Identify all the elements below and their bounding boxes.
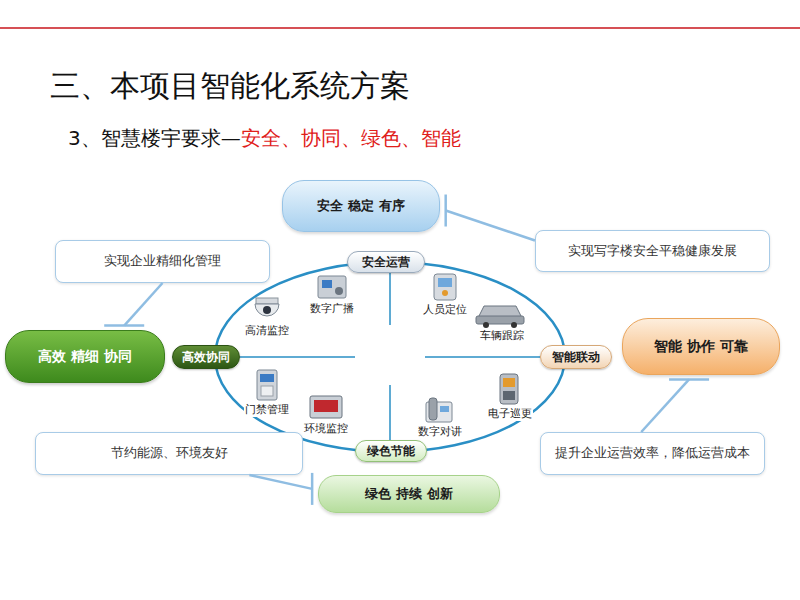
intercom-icon: [426, 398, 452, 422]
node-text: 安全运营: [362, 255, 410, 270]
spoke-line: [389, 272, 391, 325]
text-stack: 节约能源、环境友好: [111, 445, 228, 461]
text-stack: 安全运营: [362, 255, 410, 270]
leader-line: [124, 283, 162, 326]
header-rule: [0, 27, 800, 29]
leader-line: [249, 475, 312, 489]
spoke-line: [389, 385, 391, 440]
node-text: 高效 精细 协同: [38, 348, 132, 366]
goal-box: 智能 协作 可靠: [622, 318, 780, 375]
callout-box: 实现企业精细化管理: [55, 240, 270, 283]
broadcast-icon: [318, 276, 346, 298]
pillar-pill: 高效协同: [172, 345, 240, 369]
icon-caption: 电子巡更: [487, 406, 533, 421]
icon-caption: 高清监控: [244, 323, 290, 338]
icon-caption: 门禁管理: [244, 402, 290, 417]
pillar-pill: 安全运营: [347, 251, 425, 273]
locator-icon: [434, 274, 456, 300]
node-text: 实现企业精细化管理: [104, 253, 221, 269]
callout-box: 实现写字楼安全平稳健康发展: [535, 230, 770, 272]
spoke-line: [425, 356, 540, 358]
leader-line: [641, 379, 689, 432]
goal-box: 安全 稳定 有序: [282, 180, 440, 232]
text-stack: 实现写字楼安全平稳健康发展: [568, 243, 737, 259]
leader-connector: [249, 473, 312, 505]
camera-icon: [255, 298, 279, 316]
text-stack: 实现企业精细化管理: [104, 253, 221, 269]
leader-connector: [446, 195, 535, 241]
hub-ellipse: [215, 262, 565, 452]
text-stack: 提升企业运营效率，降低运营成本: [555, 445, 750, 461]
text-stack: 安全 稳定 有序: [317, 198, 404, 214]
callout-box: 节约能源、环境友好: [35, 432, 303, 475]
leader-connector: [641, 379, 709, 432]
icon-caption: 数字对讲: [417, 424, 463, 439]
node-text: 节约能源、环境友好: [111, 445, 228, 461]
patrol-icon: [500, 374, 518, 404]
icon-caption: 人员定位: [422, 302, 468, 317]
leader-bar: [669, 378, 709, 381]
node-text: 安全 稳定 有序: [317, 198, 404, 214]
node-text: 实现写字楼安全平稳健康发展: [568, 243, 737, 259]
pillar-pill: 智能联动: [540, 345, 612, 369]
subtitle-text: 3、智慧楼宇要求—: [68, 125, 241, 152]
access-icon: [257, 370, 277, 400]
node-text: 绿色节能: [367, 444, 415, 459]
icon-caption: 数字广播: [309, 301, 355, 316]
leader-line: [446, 211, 535, 241]
leader-bar: [104, 324, 144, 327]
vehicle-icon: [476, 306, 524, 328]
subtitle-highlight: 安全、协同、绿色、智能: [241, 125, 461, 152]
goal-box: 绿色 持续 创新: [318, 475, 500, 513]
goal-box: 高效 精细 协同: [5, 330, 165, 383]
node-text: 绿色 持续 创新: [365, 486, 452, 502]
icon-caption: 环境监控: [303, 421, 349, 436]
callout-box: 提升企业运营效率，降低运营成本: [540, 432, 765, 475]
icon-caption: 车辆跟踪: [479, 328, 525, 343]
text-stack: 绿色 持续 创新: [365, 486, 452, 502]
node-text: 提升企业运营效率，降低运营成本: [555, 445, 750, 461]
leader-connector: [104, 283, 162, 326]
node-text: 高效协同: [182, 350, 230, 365]
pillar-pill: 绿色节能: [355, 440, 427, 462]
text-stack: 智能联动: [552, 350, 600, 365]
slide-title: 三、本项目智能化系统方案: [50, 66, 410, 107]
node-text: 智能 协作 可靠: [654, 338, 748, 356]
text-stack: 绿色节能: [367, 444, 415, 459]
text-stack: 智能 协作 可靠: [654, 338, 748, 356]
leader-bar: [311, 473, 314, 505]
text-stack: 高效 精细 协同: [38, 348, 132, 366]
spoke-line: [240, 356, 355, 358]
environment-icon: [310, 396, 342, 418]
node-text: 智能联动: [552, 350, 600, 365]
leader-bar: [444, 195, 447, 227]
text-stack: 高效协同: [182, 350, 230, 365]
